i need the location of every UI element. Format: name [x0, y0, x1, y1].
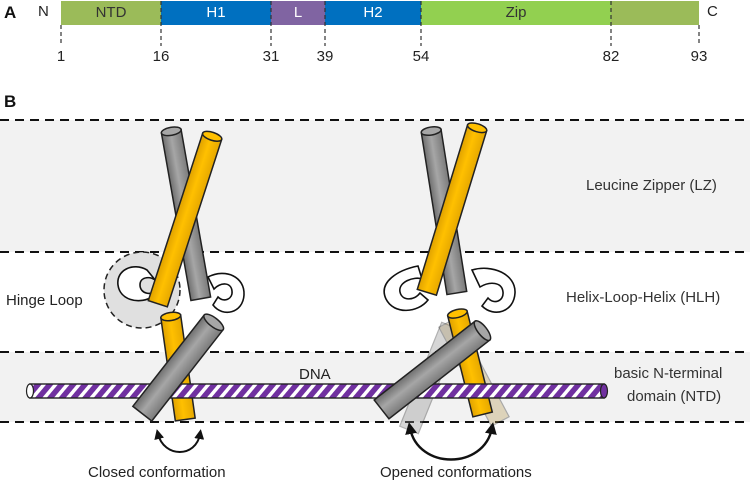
- helix-gray-lower-2: [373, 319, 492, 420]
- segment-label-h1: H1: [206, 4, 226, 21]
- region-label-ntd-line2: domain (NTD): [627, 388, 722, 405]
- segment-h2: [325, 1, 421, 25]
- segment-label-h2: H2: [363, 4, 383, 21]
- domain-bar: [61, 1, 699, 25]
- region-label-ntd-line1: basic N-terminal: [614, 365, 723, 382]
- dna-strand: [25, 383, 609, 399]
- opened-rotation-arrow: [405, 422, 497, 461]
- loop-right: [206, 272, 245, 314]
- helix-orange-upper-2: [416, 122, 488, 297]
- segment-h1: [161, 1, 271, 25]
- band-leucine-zipper: [0, 120, 750, 252]
- band-dividers: [0, 119, 750, 423]
- region-label-hlh: Helix-Loop-Helix (HLH): [566, 289, 721, 306]
- position-54: 54: [412, 48, 430, 65]
- position-82: 82: [602, 48, 620, 65]
- closed-conformation-label: Closed conformation: [88, 464, 226, 481]
- position-93: 93: [690, 48, 708, 65]
- position-31: 31: [262, 48, 280, 65]
- segment-label-zip: Zip: [505, 4, 527, 21]
- n-terminus-label: N: [38, 3, 49, 20]
- helix-orange-upper: [147, 130, 223, 308]
- closed-rotation-arrow: [154, 429, 205, 453]
- position-16: 16: [152, 48, 170, 65]
- position-ticks: [60, 1, 700, 46]
- panel-label-b: B: [4, 92, 17, 111]
- segment-label-ntd: NTD: [95, 4, 127, 21]
- loop-right-2: [470, 267, 516, 313]
- hinge-loop-label: Hinge Loop: [6, 292, 83, 309]
- loop-left-2: [383, 265, 430, 312]
- c-terminus-label: C: [707, 3, 718, 20]
- segment-label-loop: L: [293, 4, 303, 21]
- dna-label: DNA: [299, 366, 331, 383]
- segment-ntd: [61, 1, 161, 25]
- position-1: 1: [56, 48, 66, 65]
- segment-c-tail: [611, 1, 699, 25]
- panel-label-a: A: [4, 3, 17, 22]
- position-39: 39: [316, 48, 334, 65]
- segment-zip: [421, 1, 611, 25]
- segment-loop: [271, 1, 325, 25]
- helix-gray-lower: [131, 313, 225, 423]
- opened-conformations-label: Opened conformations: [380, 464, 532, 481]
- region-label-lz: Leucine Zipper (LZ): [586, 177, 717, 194]
